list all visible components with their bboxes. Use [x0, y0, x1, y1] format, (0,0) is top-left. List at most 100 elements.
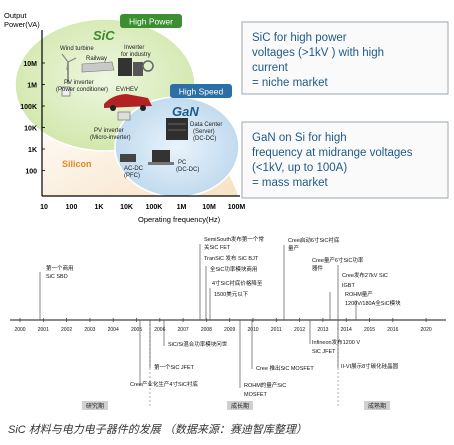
year-2011: 2011	[271, 327, 282, 333]
app-datacenter-label-1: Data Center	[190, 122, 222, 128]
year-2015: 2015	[364, 327, 375, 333]
y-tick-10m: 10M	[23, 61, 37, 68]
high-power-badge-bg	[120, 14, 182, 28]
gan-callout: GaN on Si for high frequency at midrange…	[241, 121, 449, 199]
event-infineon-line1: Infineon发布1200 V	[312, 338, 360, 346]
sic-callout-line1: SiC for high power	[252, 32, 347, 44]
silicon-region-label: Silicon	[62, 159, 92, 169]
x-axis-title: Operating frequency(Hz)	[138, 215, 221, 224]
year-2008: 2008	[201, 327, 212, 333]
year-2012: 2012	[294, 327, 305, 333]
sic-callout-line3: current	[252, 62, 289, 74]
year-2005: 2005	[131, 327, 142, 333]
event-rohm-mosfet-line2: MOSFET	[244, 392, 268, 398]
timeline-event-leaders	[39, 244, 357, 388]
event-rohm-line2: 1200V/180A全SiC模块	[345, 299, 401, 307]
sic-callout-line2: voltages (>1kV ) with high	[252, 47, 384, 59]
year-2004: 2004	[108, 327, 119, 333]
year-2013: 2013	[317, 327, 328, 333]
app-railway-label: Railway	[86, 56, 107, 62]
top-chart: Output Power(VA) Operating frequency(Hz)…	[4, 11, 245, 224]
event-transic: TranSiC 发布 SiC BJT	[204, 254, 259, 262]
y-axis-title-line1: Output	[4, 11, 27, 20]
ac-dc-icon	[120, 154, 136, 162]
app-pv-micro-label-2: (Micro-inverter)	[90, 135, 131, 141]
year-2000: 2000	[14, 327, 25, 333]
app-wind-label: Wind turbine	[60, 46, 94, 52]
event-cree-6in-line1: Cree启动6寸SiC衬底	[288, 236, 340, 244]
year-2002: 2002	[61, 327, 72, 333]
x-tick-100: 100	[66, 204, 78, 211]
year-2006: 2006	[154, 327, 165, 333]
y-tick-100: 100	[25, 169, 37, 176]
railway-icon	[81, 61, 115, 73]
event-cree-igbt-line2: 器件	[312, 264, 324, 272]
gan-callout-line2: frequency at midrange voltages	[252, 147, 413, 159]
event-wafer-price-line2: 1500美元以下	[214, 290, 249, 298]
micro-inverter-icon	[117, 111, 131, 121]
figure-caption: SiC 材料与电力电子器件的发展 （数据来源：赛迪智库整理）	[8, 423, 307, 436]
event-iivi: II-VI展示8寸碳化硅晶圆	[341, 362, 399, 370]
x-tick-1m: 1M	[177, 204, 187, 211]
event-full-sic: 全SiC功率模块商用	[210, 265, 257, 273]
y-axis-title-line2: Power(VA)	[4, 20, 40, 29]
phase-growth-band	[227, 401, 253, 410]
event-igbt: IGBT	[342, 283, 355, 289]
app-pv-pc-label-2: (Power conditioner)	[56, 87, 108, 93]
phase-growth-label: 成长期	[231, 402, 249, 410]
event-rohm-line1: ROHM量产	[345, 290, 373, 298]
event-cree-27kv: Cree发布27kV SiC	[342, 271, 388, 279]
year-2014: 2014	[341, 327, 352, 333]
high-speed-badge-bg	[170, 84, 232, 98]
ev-car-icon	[104, 94, 152, 111]
phase-research-band	[82, 401, 108, 410]
app-inverter-industry-label-1: Inverter	[124, 45, 144, 51]
app-inverter-industry-label-2: for industry	[121, 52, 151, 58]
event-rohm-mosfet-line1: ROHM的量产SiC	[244, 381, 286, 389]
gan-callout-line4: = mass market	[252, 177, 329, 189]
x-tick-10k: 10K	[120, 204, 133, 211]
event-semisouth-line2: 关SiC FET	[204, 243, 231, 251]
gan-callout-box	[241, 121, 449, 199]
year-2010: 2010	[247, 327, 258, 333]
event-sic-si-hybrid: SiC/Si混合功率模块问世	[168, 340, 228, 348]
event-cree-industrial: Cree产业化生产4寸SiC衬底	[130, 380, 198, 388]
app-acdc-label-1: AC-DC	[124, 166, 144, 172]
year-2009: 2009	[224, 327, 235, 333]
high-speed-badge: High Speed	[179, 87, 224, 97]
app-ev-label: EV/HEV	[116, 87, 138, 93]
y-tick-1k: 1K	[28, 147, 37, 154]
sic-callout: SiC for high power voltages (>1kV ) with…	[241, 21, 449, 95]
event-cree-igbt-line1: Cree量产6寸SiC功率	[312, 256, 364, 264]
y-tick-10k: 10K	[24, 126, 37, 133]
wind-turbine-icon	[61, 53, 77, 84]
pv-inverter-icon	[61, 86, 71, 97]
event-wafer-price-line1: 4寸SiC衬底价格降至	[212, 279, 263, 287]
phase-research-label: 研究期	[86, 402, 104, 410]
app-pv-pc-label-1: PV inverter	[64, 80, 94, 86]
x-tick-10m: 10M	[202, 204, 216, 211]
year-2016: 2016	[387, 327, 398, 333]
x-tick-100k: 100K	[146, 204, 163, 211]
phase-mature-label: 成熟期	[368, 402, 386, 410]
app-acdc-label-2: (PFC)	[124, 173, 140, 179]
x-tick-1k: 1K	[95, 204, 104, 211]
app-pc-label-2: (DC-DC)	[176, 167, 199, 173]
industrial-inverter-icon	[118, 58, 154, 76]
year-2003: 2003	[84, 327, 95, 333]
phase-mature-band	[364, 401, 390, 410]
event-2001-line1: 第一个商用	[46, 264, 74, 272]
app-pc-label-1: PC	[178, 160, 187, 166]
event-first-jfet: 第一个SiC JFET	[154, 363, 195, 371]
sic-callout-box	[241, 21, 449, 95]
sic-region-label: SiC	[93, 28, 115, 43]
x-tick-100m: 100M	[228, 204, 246, 211]
event-2001-line2: SiC SBD	[46, 274, 68, 280]
pc-icon	[148, 150, 174, 165]
high-power-badge: High Power	[129, 17, 173, 27]
gan-callout-line3: (<1kV, up to 100A)	[252, 162, 347, 174]
